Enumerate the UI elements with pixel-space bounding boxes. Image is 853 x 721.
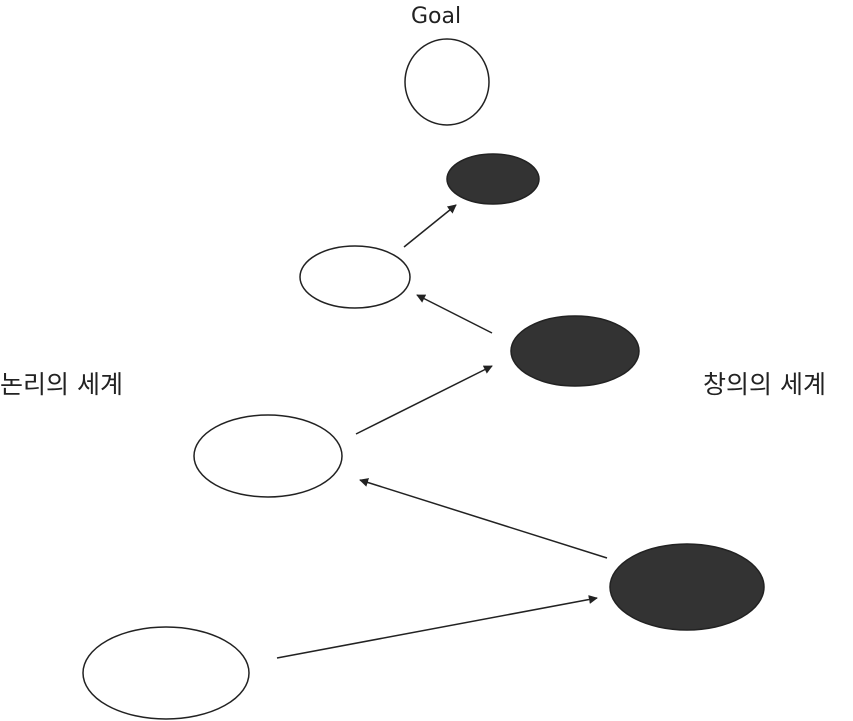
arrow-creative-middle-to-logic-upper bbox=[416, 294, 493, 334]
creative-node-top bbox=[446, 153, 540, 205]
goal-label: Goal bbox=[411, 4, 462, 29]
logic-node-middle bbox=[193, 414, 343, 498]
creative-world-label: 창의의 세계 bbox=[703, 370, 826, 399]
arrow-logic-middle-to-creative-middle bbox=[355, 365, 493, 435]
arrow-logic-upper-to-creative-top bbox=[403, 204, 457, 248]
creative-node-bottom bbox=[609, 543, 765, 631]
logic-node-lower bbox=[82, 626, 250, 720]
arrow-creative-bottom-to-logic-middle bbox=[359, 478, 608, 559]
creative-node-middle bbox=[510, 315, 640, 387]
arrow-logic-lower-to-creative-bottom bbox=[276, 595, 598, 659]
logic-world-label: 논리의 세계 bbox=[0, 370, 123, 399]
goal-node bbox=[404, 38, 490, 126]
logic-node-upper bbox=[299, 245, 411, 309]
